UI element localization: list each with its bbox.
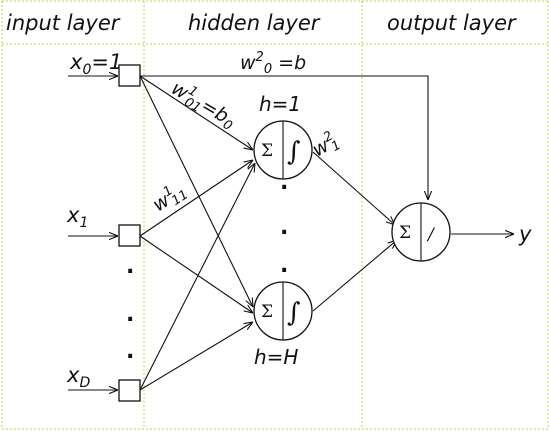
hidden-neuron-1-label: h=1 <box>259 92 301 116</box>
output-label-y: y <box>518 222 532 246</box>
input-layer-title: input layer <box>6 11 121 35</box>
output-neuron: Σ / <box>391 202 451 262</box>
hidden-neuron-h: Σ ∫ <box>253 281 313 341</box>
connection-xd-hh <box>139 322 253 391</box>
output-layer-title: output layer <box>387 11 517 35</box>
input-ellipsis: . . . <box>126 254 134 364</box>
connection-x0-hh <box>139 75 253 307</box>
input-ellipsis-dot: . <box>126 302 134 327</box>
input-label-x1: x1 <box>66 203 88 231</box>
hidden-ellipsis-dot: . <box>280 170 288 195</box>
sigmoid-icon: ∫ <box>287 298 301 328</box>
input-node-x0 <box>118 64 141 87</box>
connection-bias-output <box>140 75 428 200</box>
hidden-ellipsis-dot: . <box>280 253 288 278</box>
connection-x0-h1 <box>139 75 253 150</box>
connections <box>68 76 514 390</box>
input-ellipsis-dot: . <box>126 339 134 364</box>
weight-label-w1-11: w111 <box>148 177 192 218</box>
sigmoid-icon: ∫ <box>287 137 301 167</box>
svg-text:w21: w21 <box>308 127 344 163</box>
weight-label-w1-01: w101=b0 <box>166 76 241 135</box>
hidden-ellipsis-dot: . <box>280 215 288 240</box>
weight-label-w2-1: w21 <box>308 127 344 163</box>
connection-h1-output <box>312 151 395 225</box>
svg-text:w111: w111 <box>148 177 192 218</box>
connection-x1-h1 <box>139 160 253 237</box>
input-node-xd <box>118 379 141 402</box>
sum-icon: Σ <box>261 141 273 161</box>
hidden-ellipsis: . . . <box>280 170 288 278</box>
input-nodes <box>118 64 141 402</box>
input-node-x1 <box>118 224 141 247</box>
connection-xd-h1 <box>139 163 255 391</box>
hidden-neuron-1: Σ ∫ <box>253 120 313 180</box>
sum-icon: Σ <box>261 302 273 322</box>
input-label-xd: xD <box>66 363 90 391</box>
sum-icon: Σ <box>399 223 411 243</box>
hidden-neuron-h-label: h=H <box>254 345 298 369</box>
linear-icon: / <box>426 225 436 245</box>
connection-x1-hh <box>139 235 253 313</box>
input-ellipsis-dot: . <box>126 254 134 279</box>
connection-hh-output <box>312 240 397 312</box>
weight-label-w2-0: w20 =b <box>240 50 306 77</box>
hidden-layer-title: hidden layer <box>188 11 321 35</box>
svg-text:w101=b0: w101=b0 <box>166 76 241 135</box>
input-label-x0: x0=1 <box>69 50 122 78</box>
